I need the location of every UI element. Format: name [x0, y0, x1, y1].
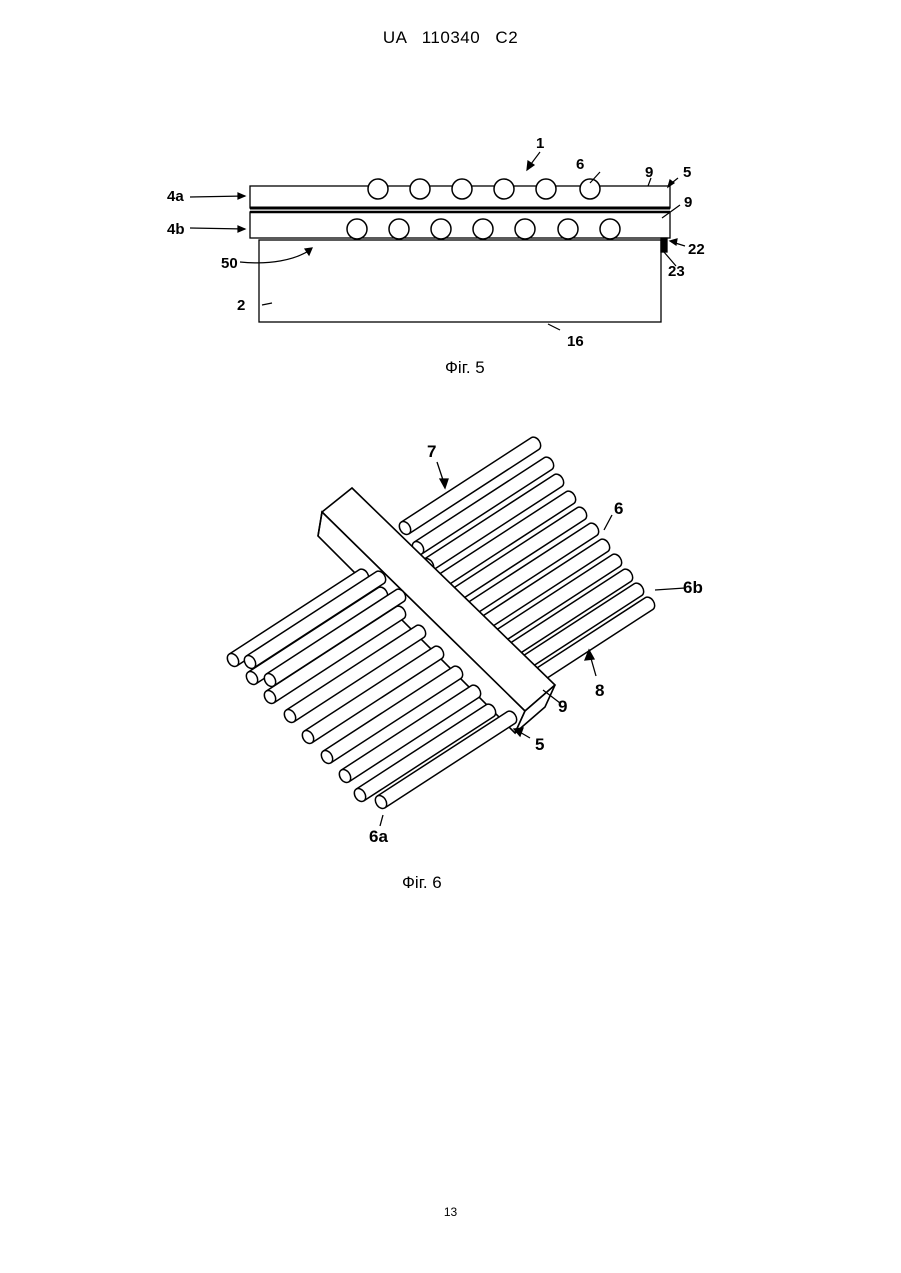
- label-8: 8: [595, 681, 604, 700]
- label-6: 6: [614, 499, 623, 518]
- figure-6-drawing: 7 6 6b 8 9 5 6a: [0, 0, 901, 900]
- label-6b: 6b: [683, 578, 703, 597]
- label-5: 5: [535, 735, 544, 754]
- label-6a: 6a: [369, 827, 388, 846]
- label-9: 9: [558, 697, 567, 716]
- figure-6-caption: Фіг. 6: [402, 873, 442, 893]
- page-number: 13: [0, 1205, 901, 1219]
- label-7: 7: [427, 442, 436, 461]
